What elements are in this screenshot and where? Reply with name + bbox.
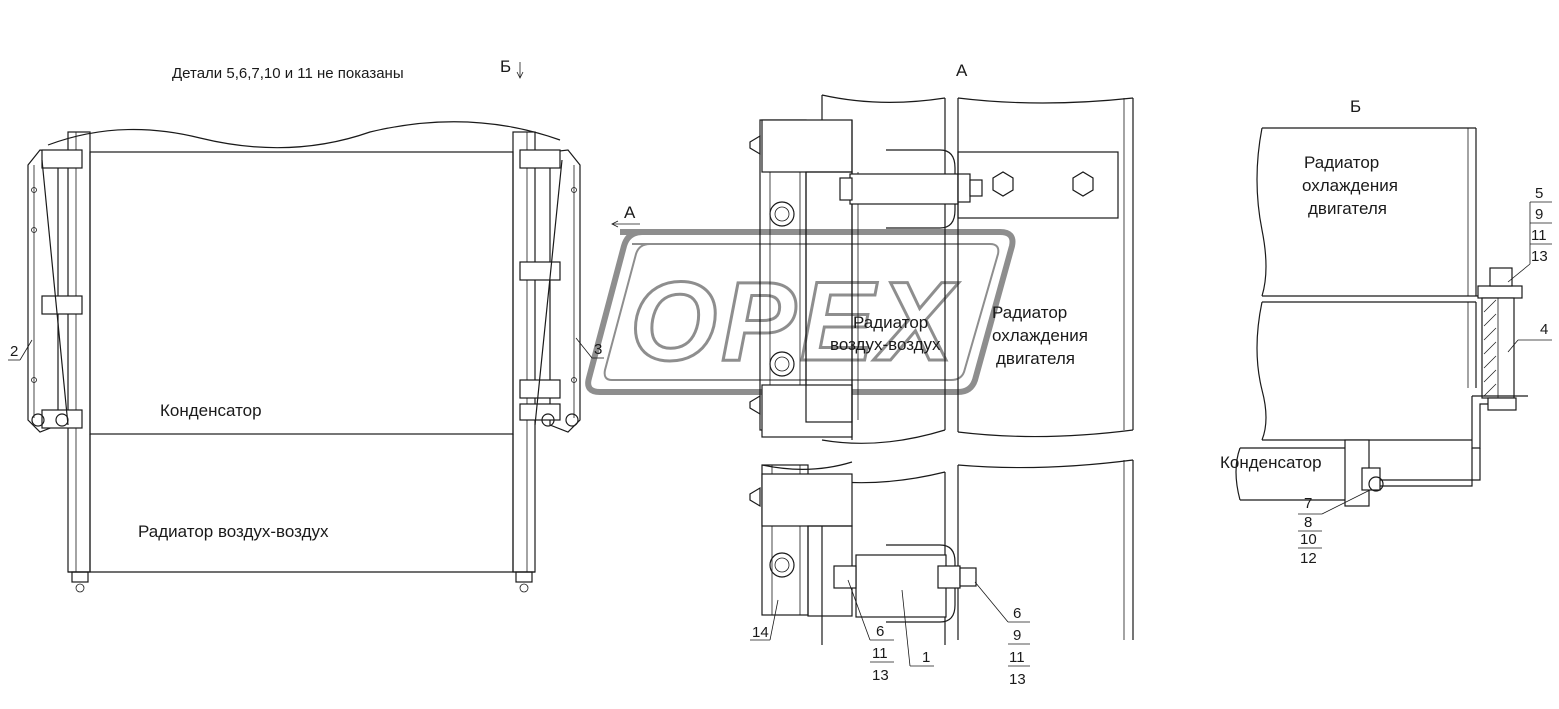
view-a-title: А [956, 61, 968, 80]
view-b-engine-line1: Радиатор [1304, 153, 1379, 172]
watermark-text: OPEX [630, 259, 960, 384]
svg-text:8: 8 [1304, 514, 1312, 531]
svg-text:13: 13 [1009, 671, 1026, 688]
view-b-condenser-label: Конденсатор [1220, 453, 1322, 472]
note-text: Детали 5,6,7,10 и 11 не показаны [172, 65, 404, 82]
svg-text:13: 13 [872, 667, 889, 684]
callout-1: 1 [922, 649, 930, 666]
svg-text:12: 12 [1300, 550, 1317, 567]
view-b-engine-line3: двигателя [1308, 199, 1387, 218]
callout-stack-b-top: 5 9 11 13 [1507, 185, 1552, 283]
view-a-charge-air-line1: Радиатор [853, 313, 928, 332]
svg-text:11: 11 [872, 645, 888, 662]
view-b-engine-line2: охлаждения [1302, 176, 1398, 195]
view-a-charge-air-line2: воздух-воздух [830, 335, 941, 354]
view-a-engine-line2: охлаждения [992, 326, 1088, 345]
svg-text:6: 6 [876, 623, 884, 640]
svg-text:13: 13 [1531, 248, 1548, 265]
b-view-arrow-label: Б [500, 57, 511, 76]
callout-stack-b-bottom: 7 8 10 12 [1298, 489, 1371, 567]
svg-text:6: 6 [1013, 605, 1021, 622]
svg-text:11: 11 [1531, 227, 1547, 244]
view-a: А [749, 61, 1134, 688]
charge-air-radiator-label: Радиатор воздух-воздух [138, 522, 329, 541]
svg-text:10: 10 [1300, 531, 1317, 548]
view-a-engine-line3: двигателя [996, 349, 1075, 368]
callout-14: 14 [752, 624, 769, 641]
view-b: Б Радиатор о [1220, 97, 1552, 567]
callout-4: 4 [1540, 321, 1548, 338]
view-b-title: Б [1350, 97, 1361, 116]
svg-text:7: 7 [1304, 495, 1312, 512]
svg-text:11: 11 [1009, 649, 1025, 666]
callout-2: 2 [10, 343, 18, 360]
front-view: Детали 5,6,7,10 и 11 не показаны Б А Кон… [8, 57, 640, 593]
svg-text:9: 9 [1013, 627, 1021, 644]
callout-stack-a-left: 6 11 13 [847, 579, 894, 684]
condenser-core [89, 151, 514, 435]
condenser-label: Конденсатор [160, 401, 262, 420]
view-a-engine-line1: Радиатор [992, 303, 1067, 322]
svg-text:5: 5 [1535, 185, 1543, 202]
svg-text:9: 9 [1535, 206, 1543, 223]
watermark-logo: OPEX [585, 229, 1016, 395]
a-view-arrow-label: А [624, 203, 636, 222]
callout-stack-a-right: 6 9 11 13 [974, 581, 1030, 688]
callout-3: 3 [594, 341, 602, 358]
